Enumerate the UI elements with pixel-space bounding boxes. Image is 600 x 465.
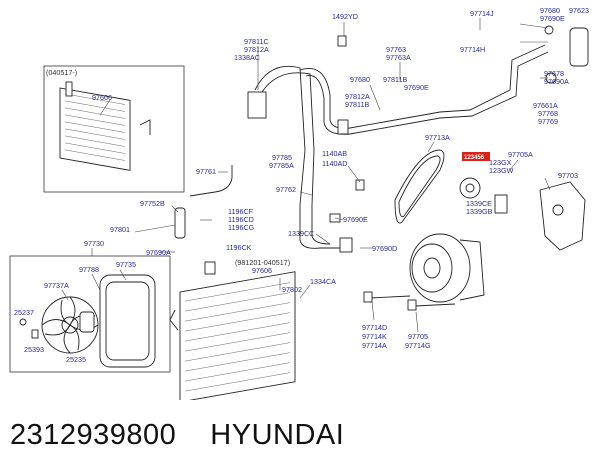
highlight-tag-label: 123456 — [464, 155, 485, 161]
callout-25235: 25235 — [66, 355, 86, 364]
callout-97801: 97801 — [110, 225, 130, 234]
callout-97714j: 97714J — [470, 9, 494, 18]
callout-97802: 97802 — [282, 285, 302, 294]
callout-97703: 97703 — [558, 171, 578, 180]
callout-97812a-top: 97812A — [244, 45, 269, 54]
callout-97812a-mid: 97812A — [345, 92, 370, 101]
condenser-upper-group — [43, 65, 185, 193]
callout-97785: 97785 — [272, 153, 292, 162]
callout-97811b-a: 97811B — [383, 75, 407, 84]
refrigerant-pipes-top — [247, 25, 589, 206]
callout-123gx: 123GX — [489, 158, 512, 167]
drive-belt — [394, 149, 445, 224]
callout-123gw: 123GW — [489, 166, 514, 175]
part-caption: 2312939800 HYUNDAI — [10, 410, 590, 460]
callout-25237: 25237 — [14, 308, 34, 317]
callout-1140ab: 1140AB — [322, 149, 347, 158]
callout-97735: 97735 — [116, 260, 136, 269]
callout-1492yd: 1492YD — [332, 12, 358, 21]
callout-97714k: 97714K — [362, 332, 387, 341]
callout-1196cf: 1196CF — [228, 207, 254, 216]
receiver-drier-group — [174, 165, 365, 253]
callout-97788: 97788 — [79, 265, 99, 274]
callout-1339ce: 1339CE — [466, 199, 492, 208]
callout-97761: 97761 — [196, 167, 216, 176]
callout-97714g: 97714G — [405, 341, 431, 350]
callout-97690a-right: 97690A — [544, 77, 569, 86]
callout-97714d: 97714D — [362, 323, 387, 332]
callout-97690e-mid: 97690E — [404, 83, 429, 92]
ac-compressor — [363, 233, 485, 311]
callout-97811c: 97811C — [244, 37, 269, 46]
callout-1196ck: 1196CK — [226, 243, 252, 252]
callout-97737a: 97737A — [44, 281, 69, 290]
callout-97763: 97763 — [386, 45, 406, 54]
callout-1140ad: 1140AD — [322, 159, 347, 168]
callout-97606-top: 97606 — [92, 93, 112, 102]
callout-97785a: 97785A — [269, 161, 294, 170]
callout-97623: 97623 — [569, 6, 589, 15]
part-number: 2312939800 — [10, 418, 177, 451]
callout-97690d: 97690D — [372, 244, 397, 253]
tensioner-bracket — [459, 177, 586, 251]
callout-1196cg: 1196CG — [228, 223, 255, 232]
highlight-tag: 123456 — [462, 152, 490, 161]
cooling-fan-group — [9, 255, 171, 373]
callout-97661a: 97661A — [533, 101, 558, 110]
callout-97606-low: 97606 — [252, 266, 272, 275]
callout-1339cc: 1339CC — [288, 229, 314, 238]
callout-97690e-top: 97690E — [540, 14, 565, 23]
callout-97678: 97678 — [544, 69, 564, 78]
callout-1338ac: 1338AC — [234, 53, 260, 62]
condenser-lower-group — [169, 261, 296, 400]
callout-labels: 1492YD 97714J 97680 97690E 97623 97714H … — [14, 6, 589, 364]
callout-97768: 97768 — [538, 109, 558, 118]
callout-1339gb: 1339GB — [466, 207, 493, 216]
callout-97705: 97705 — [408, 332, 428, 341]
callout-97705a: 97705A — [508, 150, 533, 159]
ac-system-exploded-diagram: 123456 1492YD 97714J 97680 97690E 97623 … — [9, 6, 589, 400]
callout-97763a: 97763A — [386, 53, 411, 62]
callout-97730: 97730 — [84, 239, 104, 248]
callout-1196cd: 1196CD — [228, 215, 254, 224]
callout-97714h: 97714H — [460, 45, 485, 54]
callout-1334ca: 1334CA — [310, 277, 336, 286]
callout-97811b-b: 97811B — [345, 100, 369, 109]
callout-981201: (981201-040517) — [235, 258, 290, 267]
brand-name: HYUNDAI — [210, 418, 345, 451]
callout-97680a: 97680 — [540, 6, 560, 15]
leader-lines — [61, 18, 551, 333]
callout-97690a-low: 97690A — [146, 248, 171, 257]
callout-97713a: 97713A — [425, 133, 450, 142]
callout-97690e-low: 97690E — [343, 215, 368, 224]
callout-97680b: 97680 — [350, 75, 370, 84]
callout-97769: 97769 — [538, 117, 558, 126]
callout-97762: 97762 — [276, 185, 296, 194]
callout-040517: (040517-) — [46, 68, 77, 77]
callout-25393: 25393 — [24, 345, 44, 354]
callout-97752b: 97752B — [140, 199, 165, 208]
callout-97714a: 97714A — [362, 341, 387, 350]
